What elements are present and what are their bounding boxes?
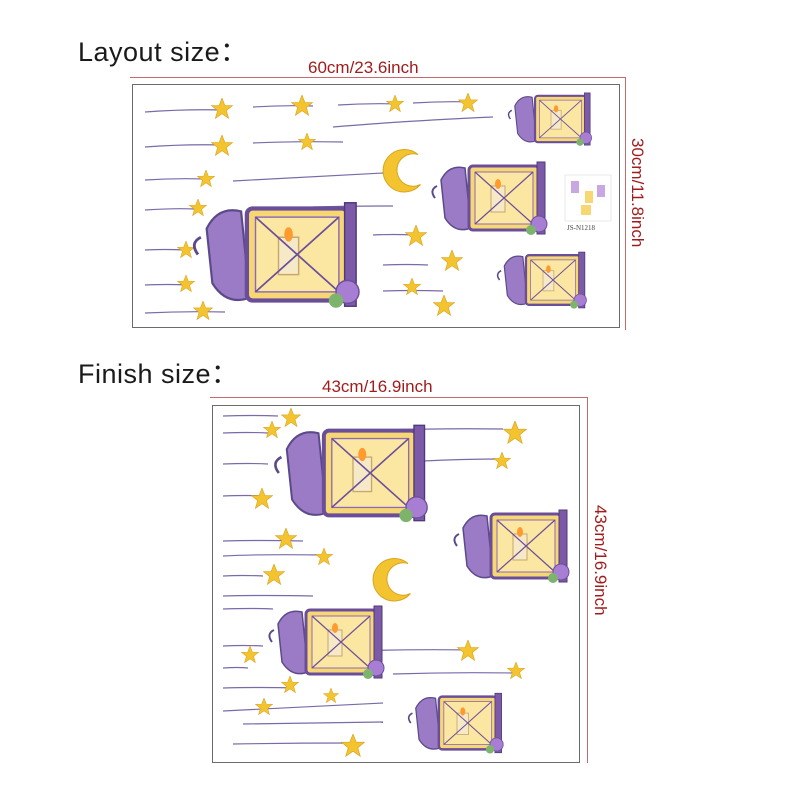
finish-large-lantern-icon <box>275 425 427 522</box>
finish-crescent-moon-icon <box>372 557 411 602</box>
layout-sheet-artwork <box>144 91 612 320</box>
finish-wall-panel <box>212 405 580 763</box>
layout-size-heading: Layout size： <box>78 37 248 67</box>
middle-lantern-icon <box>431 160 549 237</box>
finish-size-heading: Finish size： <box>78 359 239 389</box>
top-lantern-icon <box>506 91 594 148</box>
layout-height-label: 30cm/11.8inch <box>628 138 647 248</box>
finish-height-label: 43cm/16.9inch <box>591 505 610 616</box>
crescent-moon-icon <box>382 148 421 193</box>
layout-sheet-panel: JS-N1218 <box>132 84 620 328</box>
finish-bottom-lantern-icon <box>407 691 505 756</box>
finish-right-lantern-icon <box>452 508 571 585</box>
finish-width-line <box>210 397 588 398</box>
layout-width-label: 60cm/23.6inch <box>308 58 419 77</box>
large-lantern-icon <box>194 203 359 308</box>
layout-height-line <box>625 77 626 330</box>
finish-height-line <box>587 397 588 763</box>
bottom-lantern-icon <box>496 250 589 311</box>
finish-middle-lantern-icon <box>267 604 386 681</box>
finish-width-label: 43cm/16.9inch <box>322 377 433 396</box>
layout-width-line <box>130 77 625 78</box>
product-thumbnail <box>564 174 612 222</box>
finish-wall-artwork <box>222 408 571 757</box>
product-code: JS-N1218 <box>567 224 596 232</box>
